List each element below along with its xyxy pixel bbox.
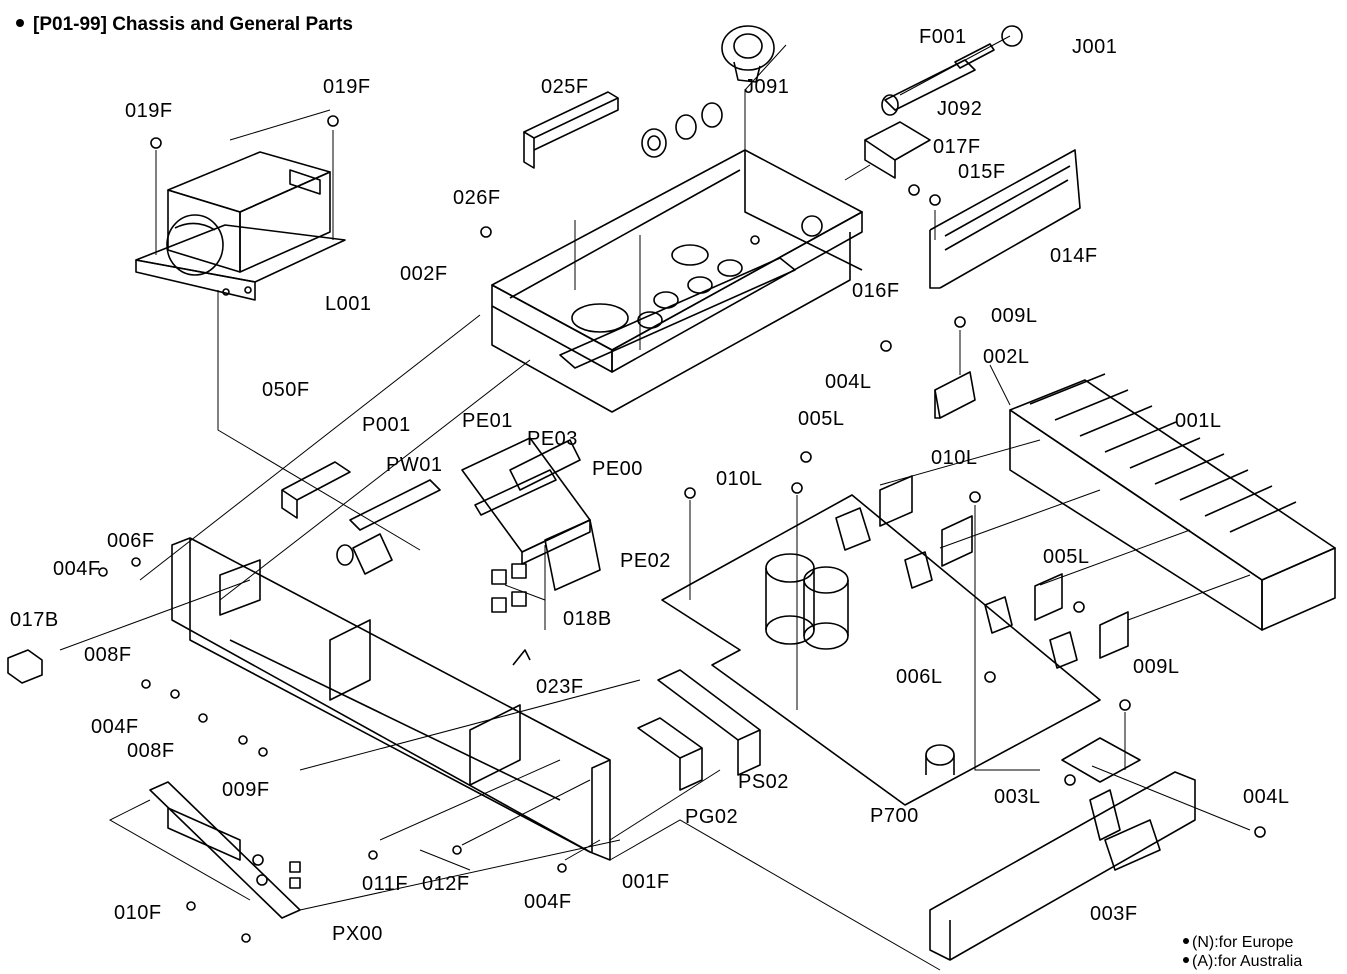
part-label: 026F [453,187,501,209]
part-label: 010F [114,902,162,924]
part-label: 003F [1090,903,1138,925]
part-label: PX00 [332,923,383,945]
part-label: 004F [53,558,101,580]
part-label: 004L [1243,786,1290,808]
part-label: 023F [536,676,584,698]
part-label: 008F [84,644,132,666]
part-label: 010L [716,468,763,490]
part-label: 002L [983,346,1030,368]
page-title: [P01-99] Chassis and General Parts [16,14,353,36]
transformer-part [135,151,346,301]
px-board-part [149,781,301,919]
part-label: 008F [127,740,175,762]
part-label: 004F [91,716,139,738]
side-panel-part [929,771,1196,961]
part-label: 001F [622,871,670,893]
part-label: 001L [1175,410,1222,432]
part-label: L001 [325,293,372,315]
part-label: 015F [958,161,1006,183]
part-label: 006L [896,666,943,688]
part-label: 005L [798,408,845,430]
part-label: 050F [262,379,310,401]
part-label: 025F [541,76,589,98]
part-label: PE03 [527,428,578,450]
part-label: 012F [422,873,470,895]
bracket-part [929,149,1081,289]
part-label: 018B [563,608,612,630]
part-label: PG02 [685,806,739,828]
part-label: PE01 [462,410,513,432]
part-label: 004L [825,371,872,393]
region-note: (A):for Australia [1183,953,1302,971]
bullet-icon [1183,937,1189,944]
bar-part [523,91,619,169]
bullet-icon [1183,956,1189,963]
part-label: 006F [107,530,155,552]
part-label: J001 [1072,36,1118,58]
part-label: 002F [400,263,448,285]
part-label: 009L [991,305,1038,327]
part-label: 009L [1133,656,1180,678]
part-label: 009F [222,779,270,801]
part-label: 017B [10,609,59,631]
part-label: 019F [125,100,173,122]
part-label: 003L [994,786,1041,808]
part-label: J091 [744,76,790,98]
part-label: 019F [323,76,371,98]
part-label: PW01 [386,454,443,476]
part-label: 017F [933,136,981,158]
region-note-text: (A):for Australia [1192,953,1303,970]
part-label: 010L [931,447,978,469]
pe-board-part [461,437,601,591]
part-label: PE02 [620,550,671,572]
part-label: PE00 [592,458,643,480]
part-label: P001 [362,414,411,436]
part-label: 005L [1043,546,1090,568]
part-label: P700 [870,805,919,827]
part-label: 004F [524,891,572,913]
part-label: 011F [362,873,409,895]
part-label: F001 [919,26,967,48]
part-label: 016F [852,280,900,302]
part-label: J092 [937,98,983,120]
region-note-text: (N):for Europe [1192,934,1294,951]
main-chassis-part [491,149,863,413]
bullet-icon [16,18,24,27]
main-board-part [661,494,1101,806]
part-label: PS02 [738,771,789,793]
region-note: (N):for Europe [1183,934,1293,952]
heatsink-part [1009,373,1336,631]
part-label: 014F [1050,245,1098,267]
page-title-text: [P01-99] Chassis and General Parts [33,14,353,35]
